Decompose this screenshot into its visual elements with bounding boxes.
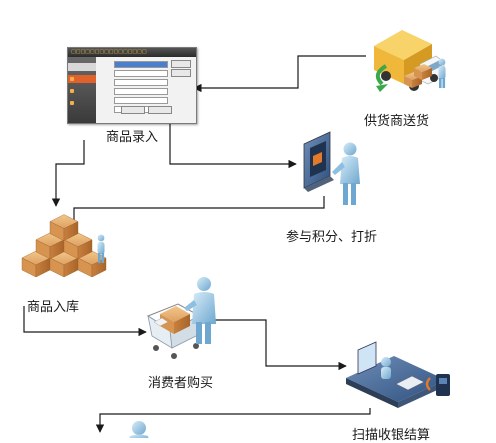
folder-icon <box>70 89 74 93</box>
points-terminal-illustration <box>303 131 360 205</box>
sidebar-item <box>68 87 96 95</box>
sidebar-item <box>68 99 96 107</box>
step-label-warehouse-in: 商品入库 <box>27 300 80 315</box>
box-face <box>77 239 93 260</box>
window-title: □□□□□□□□□□□□□□□□ <box>68 48 196 57</box>
consumer-cart-illustration <box>146 277 216 359</box>
sidebar-header <box>68 63 96 71</box>
arrow-supplier-to-entry <box>193 55 366 93</box>
entry-form <box>99 60 193 120</box>
form-row <box>99 78 193 86</box>
arrow-entry-to-points <box>169 116 297 169</box>
step-label-supplier-delivery: 供货商送货 <box>364 114 430 129</box>
arrow-warehouse-to-consumer <box>23 306 147 337</box>
arrow-consumer-to-checkout <box>214 319 347 371</box>
step-label-points-discount: 参与积分、打折 <box>286 230 378 245</box>
step-label-product-entry: 商品录入 <box>106 130 159 145</box>
sidebar-item <box>68 75 96 83</box>
form-row <box>99 69 193 77</box>
next-step-person-illustration <box>129 421 149 438</box>
step-label-checkout: 扫描收银结算 <box>352 428 431 443</box>
form-row <box>99 87 193 95</box>
folder-icon <box>70 101 74 105</box>
folder-icon <box>70 77 74 81</box>
checkout-station-illustration <box>346 341 450 408</box>
supplier-truck-illustration <box>374 30 446 92</box>
form-row <box>99 96 193 104</box>
warehouse-boxes-illustration <box>21 214 107 278</box>
arrow-entry-to-warehouse <box>51 140 85 207</box>
form-row <box>99 60 193 68</box>
software-window-screenshot: □□□□□□□□□□□□□□□□ <box>67 47 197 124</box>
arrow-checkout-out <box>95 408 371 433</box>
window-sidebar <box>68 57 96 123</box>
box-face <box>63 221 79 241</box>
form-buttons <box>121 99 175 118</box>
step-label-consumer-purchase: 消费者购买 <box>148 376 214 391</box>
